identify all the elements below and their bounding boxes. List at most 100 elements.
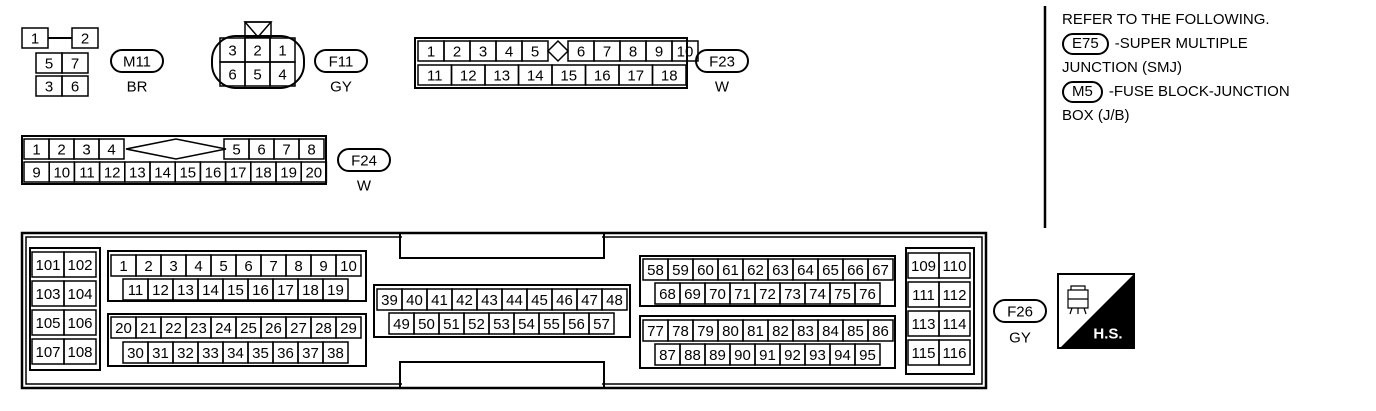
- f24-pin-2-label: 2: [57, 142, 65, 159]
- f26-pin-76-label: 76: [859, 286, 876, 303]
- f23-pin-18: [651, 64, 687, 86]
- f26-pin-10-label: 10: [340, 258, 357, 275]
- f26-pin-48: [601, 288, 628, 311]
- f26-pin-57: [588, 312, 615, 335]
- f26-pin-81-label: 81: [747, 323, 764, 340]
- f24-pin-8: [298, 138, 325, 160]
- f26-pin-116-label: 116: [943, 345, 967, 362]
- f26-pin-55-label: 55: [543, 316, 560, 333]
- f26-pin-8-label: 8: [294, 258, 302, 275]
- f24-pin-9-label: 9: [32, 165, 40, 182]
- f26-pin-42-label: 42: [456, 292, 473, 309]
- f26-pin-54-label: 54: [518, 316, 535, 333]
- f24-pin-16-label: 16: [205, 165, 222, 182]
- f23-pin-2-label: 2: [453, 44, 461, 61]
- f26-pin-52-label: 52: [468, 316, 485, 333]
- f26-pin-38: [322, 341, 349, 364]
- f26-pin-48-label: 48: [606, 292, 623, 309]
- f23-pin-16-label: 16: [594, 68, 611, 85]
- reference-item-e75: E75-SUPER MULTIPLE: [1062, 32, 1372, 56]
- f24-pin-20-label: 20: [305, 165, 322, 182]
- f11-pin-3-label: 3: [228, 43, 236, 60]
- f26-pin-86-label: 86: [872, 323, 889, 340]
- f26-pin-2-label: 2: [144, 258, 152, 275]
- f26-pin-83-label: 83: [797, 323, 814, 340]
- f26-pin-3-label: 3: [169, 258, 177, 275]
- f26-block-b: [107, 313, 367, 367]
- f23-pin-11-label: 11: [427, 68, 443, 85]
- m11-pin-7: [61, 52, 89, 74]
- f26-pin-5-label: 5: [219, 258, 227, 275]
- f26-pin-79-label: 79: [697, 323, 714, 340]
- f26-pin-34-label: 34: [227, 345, 244, 362]
- f26-pin-102: [63, 251, 97, 278]
- f26-pin-32-label: 32: [177, 345, 194, 362]
- f26-pin-25-label: 25: [240, 320, 257, 337]
- f26-pin-17-label: 17: [277, 282, 294, 299]
- f26-pin-59-label: 59: [672, 262, 689, 279]
- f26-pin-85-label: 85: [847, 323, 864, 340]
- f24-pin-12-label: 12: [104, 165, 121, 182]
- f26-left-block: [29, 247, 101, 371]
- f26-pin-114: [938, 310, 971, 337]
- f26-pin-29-label: 29: [340, 320, 357, 337]
- f11-pin-6-label: 6: [228, 67, 236, 84]
- f26-right-block: [905, 247, 975, 375]
- f26-pin-28-label: 28: [315, 320, 332, 337]
- f11-pin-2-label: 2: [253, 43, 261, 60]
- f24-badge-text: F24: [351, 153, 377, 170]
- f26-pin-20-label: 20: [115, 320, 132, 337]
- f11-badge: [314, 49, 368, 73]
- f26-pin-35-label: 35: [252, 345, 269, 362]
- f26-pin-73-label: 73: [784, 286, 801, 303]
- f26-pin-24-label: 24: [215, 320, 232, 337]
- f26-pin-107-label: 107: [35, 344, 60, 361]
- f24-pin-1-label: 1: [32, 142, 40, 159]
- f26-pin-30-label: 30: [127, 345, 144, 362]
- f26-pin-41-label: 41: [431, 292, 448, 309]
- f24-pin-3-label: 3: [82, 142, 90, 159]
- m11-pin-7-label: 7: [71, 56, 79, 73]
- reference-badge-m5: M5: [1062, 81, 1103, 103]
- f26-pin-19-label: 19: [327, 282, 344, 299]
- f24-pin-4: [98, 138, 125, 160]
- f26-pin-108-label: 108: [67, 344, 92, 361]
- hs-icon-black-triangle: [1060, 274, 1134, 348]
- f26-pin-80-label: 80: [722, 323, 739, 340]
- f24-pin-13-label: 13: [129, 165, 146, 182]
- f23-pin-17-label: 17: [627, 68, 644, 85]
- f26-badge-text: F26: [1007, 304, 1033, 321]
- f26-pin-75-label: 75: [834, 286, 851, 303]
- f26-pin-104: [63, 280, 97, 307]
- f26-pin-31-label: 31: [152, 345, 169, 362]
- f26-pin-57-label: 57: [593, 316, 610, 333]
- f26-pin-103-label: 103: [35, 286, 60, 303]
- f26-pin-105-label: 105: [35, 315, 60, 332]
- f26-pin-115-label: 115: [912, 345, 936, 362]
- f26-block-mid: [373, 284, 631, 338]
- reference-text-e75-b: JUNCTION (SMJ): [1062, 59, 1182, 76]
- f24-pin-19-label: 19: [280, 165, 297, 182]
- f26-pin-27-label: 27: [290, 320, 307, 337]
- f26-pin-84-label: 84: [822, 323, 839, 340]
- reference-item-m5: M5-FUSE BLOCK-JUNCTION: [1062, 80, 1372, 104]
- f11-badge-text: F11: [329, 54, 354, 71]
- f26-pin-36-label: 36: [277, 345, 294, 362]
- f26-pin-106-label: 106: [67, 315, 92, 332]
- f11-pin-1-label: 1: [278, 43, 286, 60]
- f24-pin-11-label: 11: [79, 165, 95, 182]
- f26-pin-70-label: 70: [709, 286, 726, 303]
- reference-text-m5-b: BOX (J/B): [1062, 107, 1130, 124]
- f24-pin-18-label: 18: [255, 165, 272, 182]
- f26-pin-10: [335, 254, 362, 277]
- f26-block-c: [639, 255, 896, 307]
- f26-pin-90-label: 90: [734, 347, 751, 364]
- f26-badge: [993, 299, 1047, 323]
- reference-text-e75-a: -SUPER MULTIPLE: [1114, 35, 1248, 52]
- f11-color: GY: [330, 79, 352, 96]
- f26-pin-69-label: 69: [684, 286, 701, 303]
- f23-pin-12-label: 12: [460, 68, 477, 85]
- hs-label: H.S.: [1093, 326, 1122, 343]
- f23-pin-10: [671, 40, 699, 62]
